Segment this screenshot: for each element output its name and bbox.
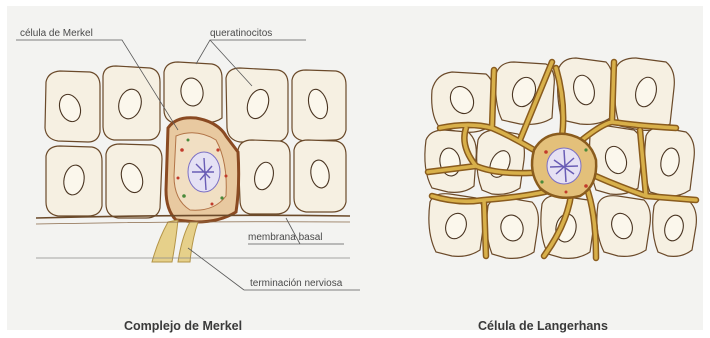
langerhans-cell [532,134,596,198]
langerhans-panel-title: Célula de Langerhans [478,319,608,333]
merkel-cell-label: célula de Merkel [20,28,93,39]
basal-membrane-label: membrana basal [248,232,322,243]
keratinocytes-label: queratinocitos [210,28,272,39]
merkel-panel-title: Complejo de Merkel [124,319,242,333]
nerve-ending-label: terminación nerviosa [250,278,343,289]
